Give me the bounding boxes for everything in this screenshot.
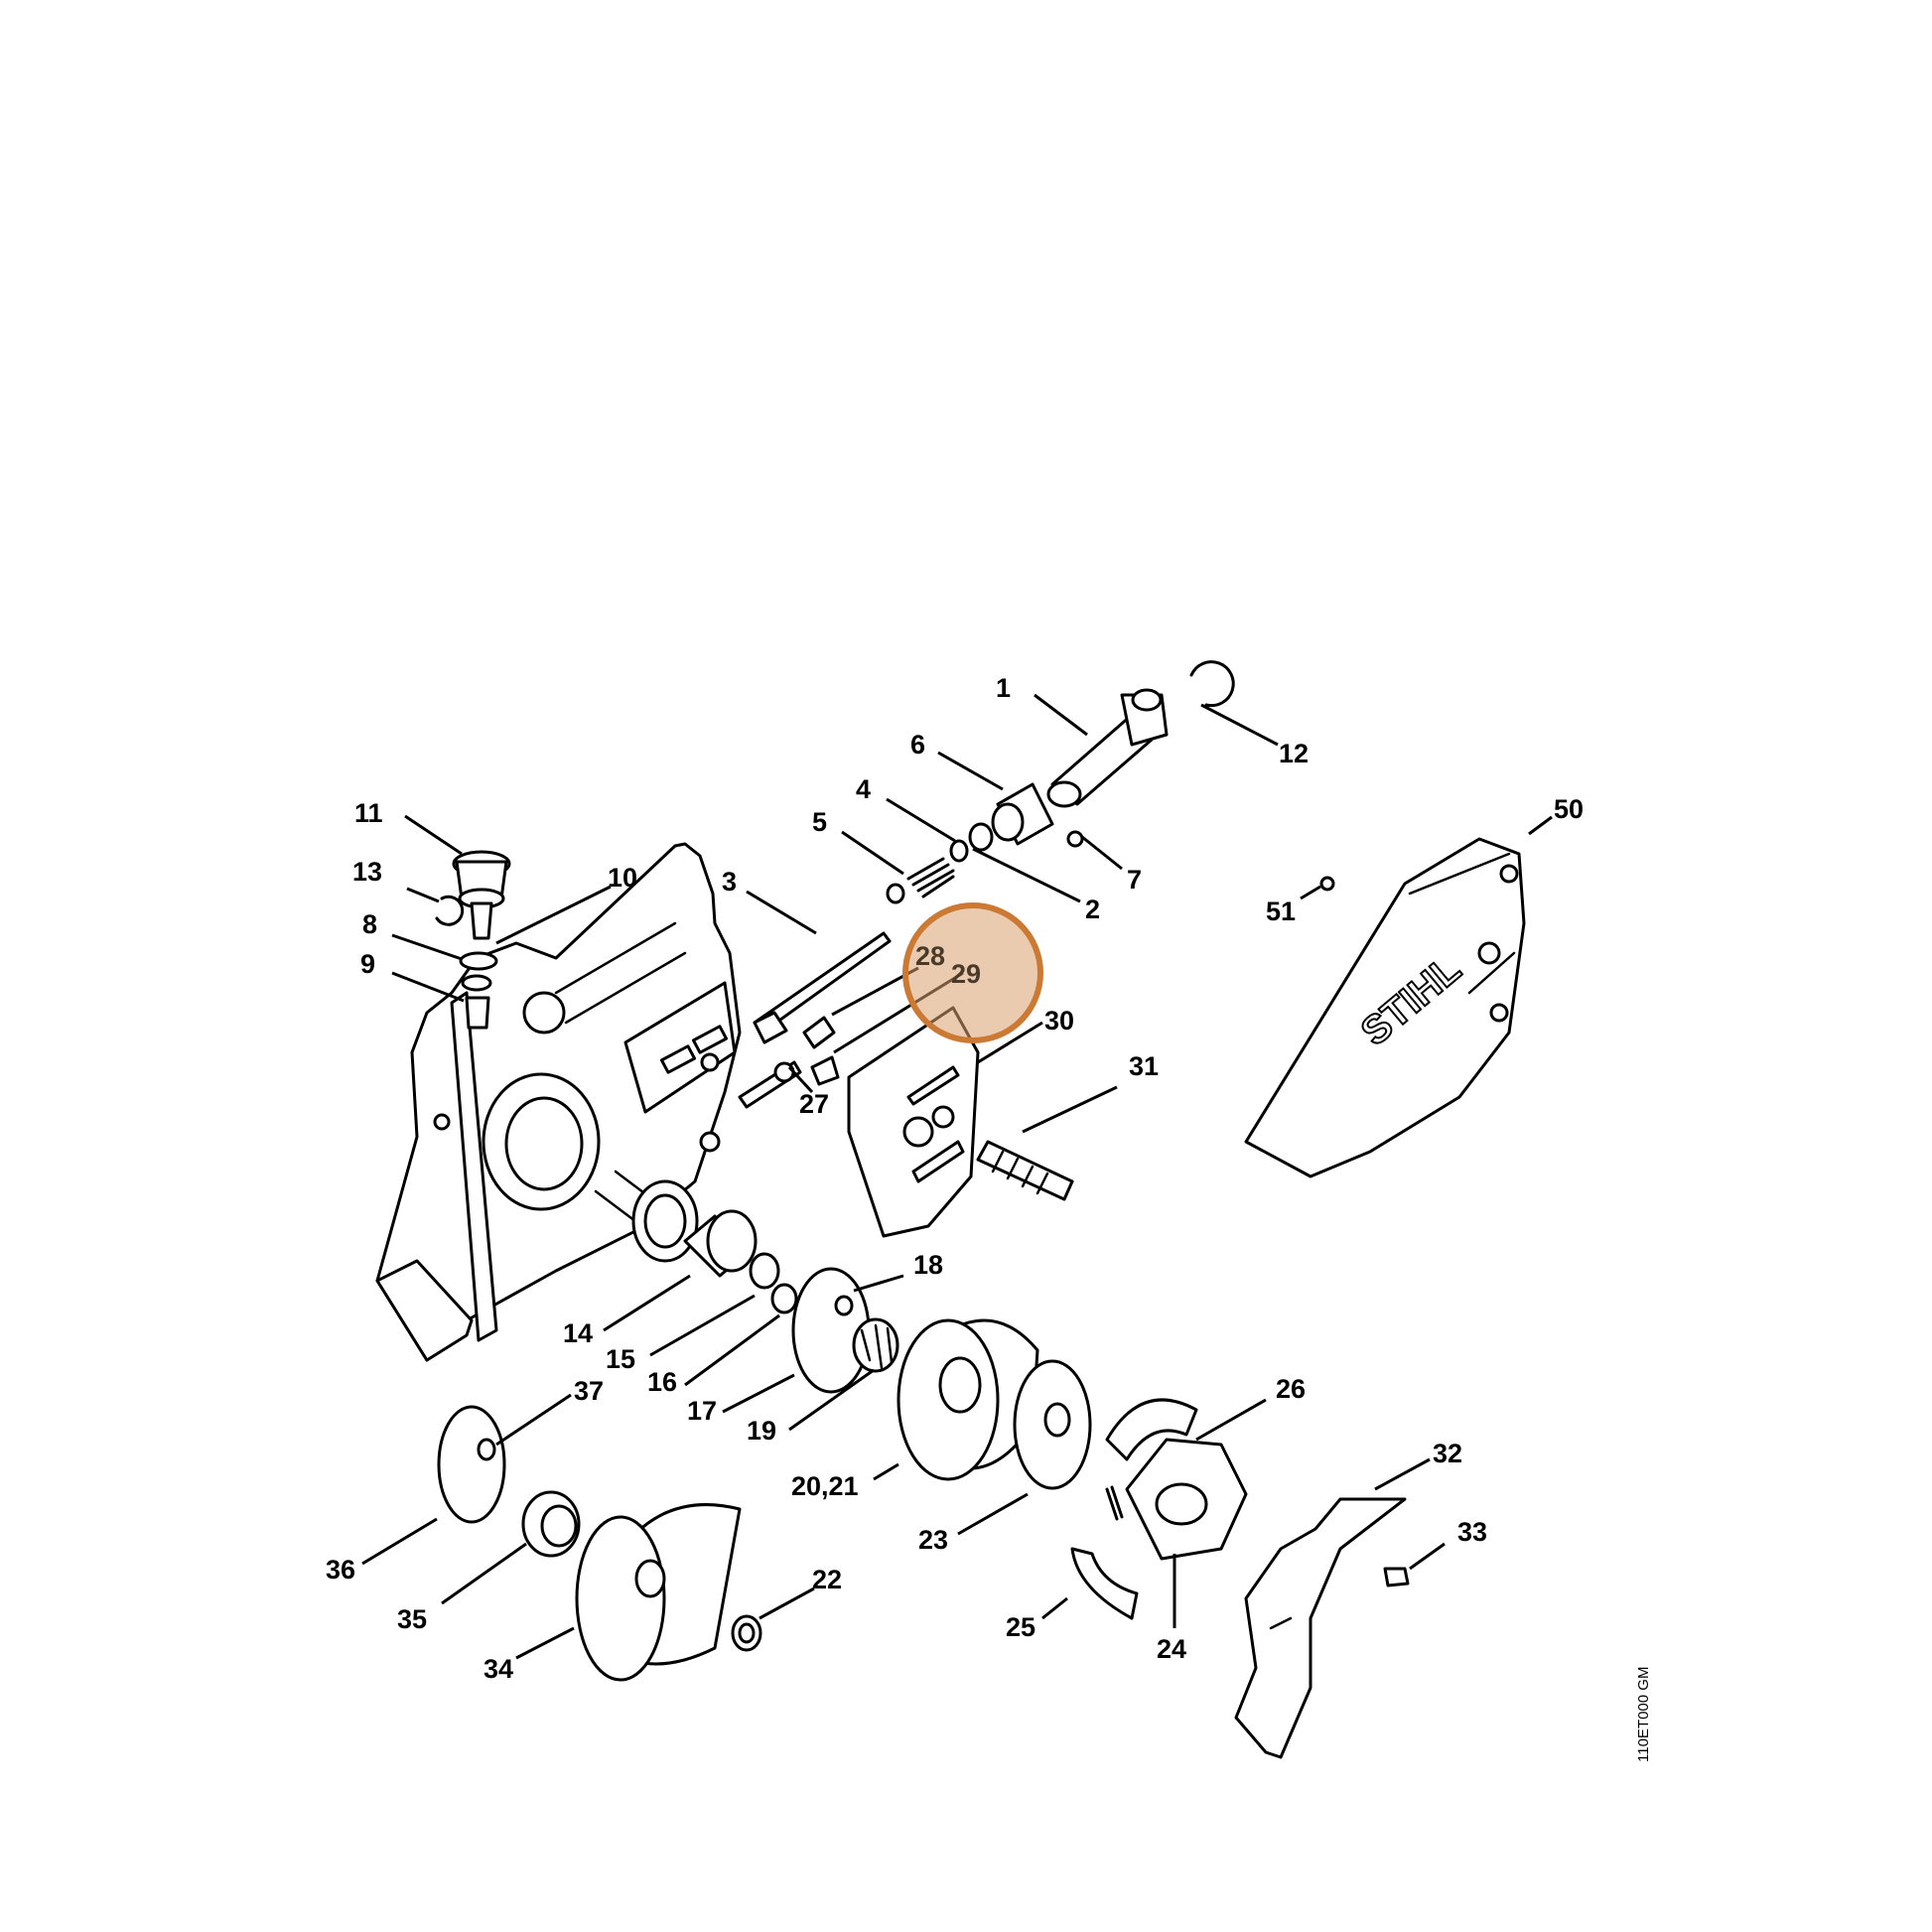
callout-20-21[interactable]: 20,21 <box>791 1471 859 1501</box>
reference-code: 110ET000 GM <box>1635 1667 1652 1762</box>
bearing-sleeve-15[interactable] <box>683 1209 758 1278</box>
washer-2[interactable] <box>968 822 994 852</box>
clutch-drum-20-21[interactable] <box>897 1318 1039 1481</box>
needle-bearing-35[interactable] <box>521 1490 581 1558</box>
clutch-shoe-25[interactable] <box>1070 1547 1139 1620</box>
callout-36[interactable]: 36 <box>326 1555 355 1585</box>
washer-4[interactable] <box>949 839 969 863</box>
callout-27[interactable]: 27 <box>799 1089 829 1119</box>
callout-32[interactable]: 32 <box>1433 1439 1462 1468</box>
screw-51[interactable] <box>1319 876 1335 892</box>
sprocket-cover-50[interactable]: STIHL <box>1244 837 1526 1178</box>
callout-17[interactable]: 17 <box>687 1396 717 1426</box>
callout-2[interactable]: 2 <box>1085 895 1100 924</box>
o-ring-9[interactable] <box>461 974 492 992</box>
callout-4[interactable]: 4 <box>856 774 871 804</box>
spring-clutch[interactable] <box>1105 1485 1124 1521</box>
callout-34[interactable]: 34 <box>483 1654 513 1684</box>
washer-16[interactable] <box>749 1252 780 1290</box>
callout-33[interactable]: 33 <box>1457 1517 1487 1547</box>
adjusting-screw-3[interactable] <box>753 931 892 1044</box>
callout-15[interactable]: 15 <box>606 1344 635 1374</box>
spring-5[interactable] <box>906 857 955 898</box>
callout-35[interactable]: 35 <box>397 1604 427 1634</box>
callout-51[interactable]: 51 <box>1266 897 1296 926</box>
callout-6[interactable]: 6 <box>910 730 925 759</box>
callout-18[interactable]: 18 <box>913 1250 943 1280</box>
o-ring-8[interactable] <box>459 951 498 971</box>
collar-stud-31[interactable] <box>976 1140 1074 1201</box>
callout-31[interactable]: 31 <box>1129 1051 1159 1081</box>
adjuster-shaft[interactable] <box>1046 688 1169 808</box>
callout-12[interactable]: 12 <box>1279 739 1309 768</box>
callout-11[interactable]: 11 <box>354 798 383 828</box>
screw-7[interactable] <box>1066 830 1084 848</box>
rim-sprocket-drum-34[interactable] <box>575 1503 742 1682</box>
clutch-shoe-26[interactable] <box>1105 1398 1198 1461</box>
callout-13[interactable]: 13 <box>352 857 382 887</box>
callout-7[interactable]: 7 <box>1127 865 1142 895</box>
callout-30[interactable]: 30 <box>1044 1006 1074 1035</box>
needle-cage-19[interactable] <box>852 1317 899 1373</box>
callout-8[interactable]: 8 <box>362 909 377 939</box>
callout-23[interactable]: 23 <box>918 1525 948 1555</box>
screw-33[interactable] <box>1383 1567 1410 1587</box>
callout-22[interactable]: 22 <box>812 1565 842 1594</box>
callout-5[interactable]: 5 <box>812 807 827 837</box>
callout-37[interactable]: 37 <box>574 1376 604 1406</box>
circlip-13[interactable] <box>435 895 465 926</box>
callout-10[interactable]: 10 <box>608 863 637 893</box>
washer-small[interactable] <box>886 883 905 904</box>
washer-23-hole <box>1043 1402 1071 1438</box>
chain-guard-32[interactable] <box>1234 1497 1407 1759</box>
highlight-circle <box>902 902 1043 1043</box>
callout-29[interactable]: 29 <box>951 959 981 989</box>
cap-stem[interactable] <box>465 996 490 1030</box>
callout-9[interactable]: 9 <box>360 949 375 979</box>
clutch-24[interactable] <box>1125 1438 1248 1561</box>
washer-16b[interactable] <box>770 1283 798 1314</box>
callout-28[interactable]: 28 <box>915 941 945 971</box>
callout-50[interactable]: 50 <box>1554 794 1584 824</box>
callout-24[interactable]: 24 <box>1157 1634 1186 1664</box>
oil-tank-cap[interactable] <box>452 850 511 940</box>
nut-29[interactable] <box>810 1055 840 1086</box>
callout-1[interactable]: 1 <box>996 673 1011 703</box>
thrust-washer-6[interactable] <box>991 782 1054 846</box>
callout-16[interactable]: 16 <box>647 1367 677 1397</box>
washer-37[interactable] <box>437 1405 506 1524</box>
tensioner-pin-27[interactable] <box>738 1060 802 1109</box>
needle-cage-14[interactable] <box>631 1179 699 1263</box>
callout-25[interactable]: 25 <box>1006 1612 1035 1642</box>
callout-26[interactable]: 26 <box>1276 1374 1306 1404</box>
callout-19[interactable]: 19 <box>747 1416 776 1446</box>
callout-14[interactable]: 14 <box>563 1318 593 1348</box>
washer-22[interactable] <box>731 1614 762 1652</box>
circlip-12[interactable] <box>1189 660 1235 708</box>
nut-28[interactable] <box>802 1016 836 1049</box>
callout-3[interactable]: 3 <box>722 867 737 897</box>
chain-sprocket-housing[interactable] <box>375 842 742 1362</box>
